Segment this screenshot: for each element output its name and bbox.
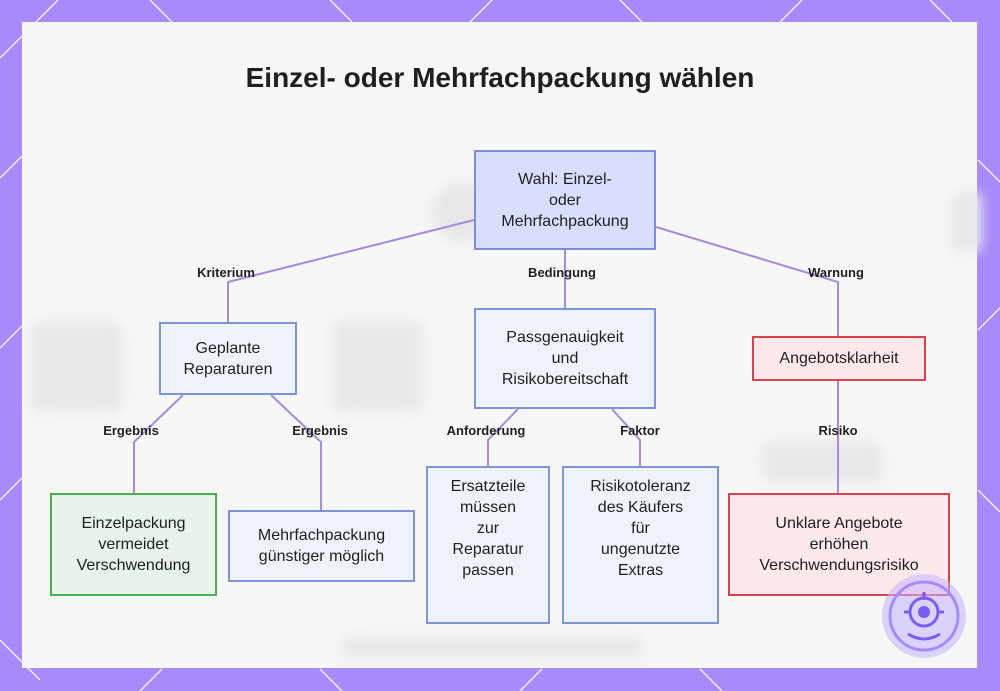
edge-label-risk: Risiko — [818, 423, 858, 438]
node-risk-tolerance: Risikotoleranz des Käufers für ungenutzt… — [562, 466, 719, 624]
edge-label-factor: Faktor — [620, 423, 660, 438]
node-multi-pack: Mehrfachpackung günstiger möglich — [228, 510, 415, 582]
node-root-choice: Wahl: Einzel- oder Mehrfachpackung — [474, 150, 656, 250]
edge-label-criterion: Kriterium — [197, 265, 255, 280]
edge-label-condition: Bedingung — [528, 265, 596, 280]
edge-label-result-1: Ergebnis — [103, 423, 159, 438]
node-spare-parts: Ersatzteile müssen zur Reparatur passen — [426, 466, 550, 624]
edge-label-warning: Warnung — [808, 265, 864, 280]
node-planned-repairs: Geplante Reparaturen — [159, 322, 297, 395]
edge-label-requirement: Anforderung — [446, 423, 526, 438]
node-offer-clarity: Angebotsklarheit — [752, 336, 926, 381]
edge-label-result-2: Ergebnis — [292, 423, 348, 438]
brand-logo-icon — [882, 574, 966, 658]
node-single-pack: Einzelpackung vermeidet Verschwendung — [50, 493, 217, 596]
node-fit-and-risk: Passgenauigkeit und Risikobereitschaft — [474, 308, 656, 409]
diagram-title: Einzel- oder Mehrfachpackung wählen — [245, 62, 755, 93]
